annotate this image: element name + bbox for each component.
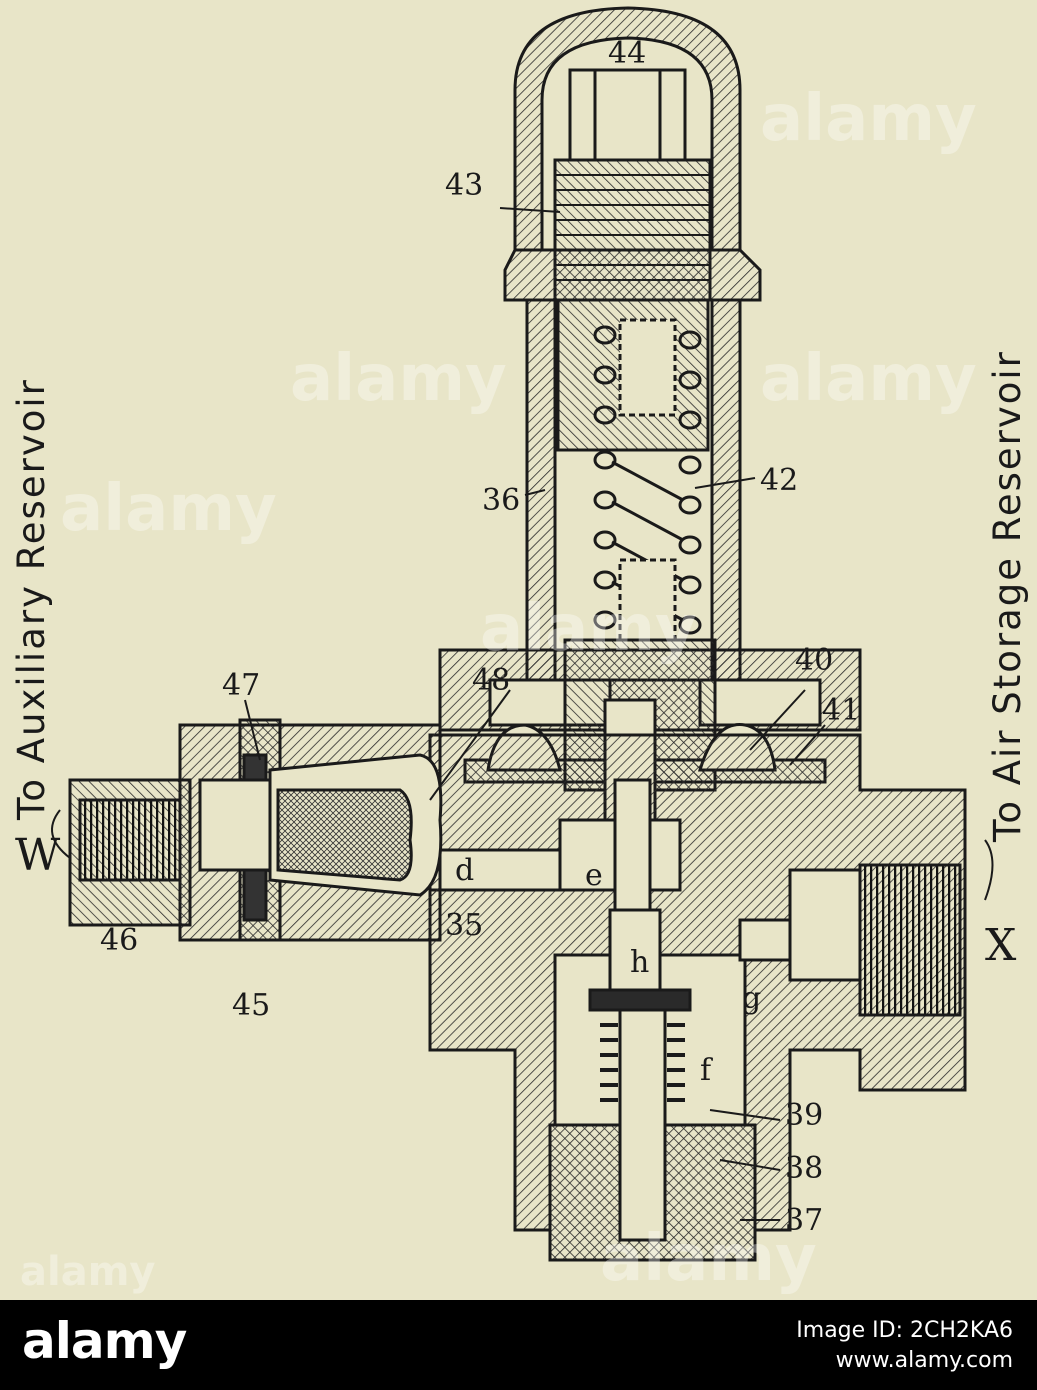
site-url[interactable]: www.alamy.com xyxy=(835,1348,1013,1373)
connection-letter-x: X xyxy=(985,920,1017,971)
watermark-text: alamy xyxy=(20,1249,155,1295)
watermark-text: alamy xyxy=(480,592,697,666)
port-label-d: d xyxy=(455,853,474,888)
valve-body xyxy=(428,638,967,1262)
label-to-auxiliary-reservoir: To Auxiliary Reservoir xyxy=(10,378,53,821)
part-label-46: 46 xyxy=(100,923,138,958)
watermark-text: alamy xyxy=(760,82,977,156)
watermark-text: alamy xyxy=(290,342,507,416)
spring-housing xyxy=(503,6,762,682)
part-label-36: 36 xyxy=(482,483,520,518)
part-label-45: 45 xyxy=(232,988,270,1023)
part-label-44: 44 xyxy=(608,36,646,71)
part-label-40: 40 xyxy=(795,643,833,678)
image-id: Image ID: 2CH2KA6 xyxy=(796,1318,1013,1343)
part-label-48: 48 xyxy=(472,663,510,698)
port-label-e: e xyxy=(585,858,603,893)
part-label-47: 47 xyxy=(222,668,260,703)
part-label-41: 41 xyxy=(822,693,860,728)
watermark-text: alamy xyxy=(600,1222,817,1296)
port-label-f: f xyxy=(700,1053,713,1088)
valve-diagram: To Auxiliary Reservoir To Air Storage Re… xyxy=(10,6,1029,1296)
part-label-38: 38 xyxy=(785,1151,823,1186)
port-label-h: h xyxy=(630,945,649,980)
connection-letter-w: W xyxy=(15,830,61,881)
part-label-39: 39 xyxy=(785,1098,823,1133)
strainer-assembly xyxy=(68,718,443,942)
leader-lines xyxy=(51,207,994,1221)
alamy-logo: alamy xyxy=(22,1312,187,1370)
watermark: alamy alamy alamy alamy alamy alamy alam… xyxy=(20,82,977,1296)
stock-footer: alamy Image ID: 2CH2KA6 www.alamy.com xyxy=(0,1300,1037,1390)
watermark-text: alamy xyxy=(60,472,277,546)
port-label-g: g xyxy=(742,981,761,1016)
watermark-text: alamy xyxy=(760,342,977,416)
part-label-42: 42 xyxy=(760,463,798,498)
image-meta: Image ID: 2CH2KA6 www.alamy.com xyxy=(796,1316,1013,1376)
label-to-air-storage-reservoir: To Air Storage Reservoir xyxy=(986,350,1029,843)
part-label-43: 43 xyxy=(445,168,483,203)
part-label-35: 35 xyxy=(445,908,483,943)
part-label-37: 37 xyxy=(785,1203,823,1238)
